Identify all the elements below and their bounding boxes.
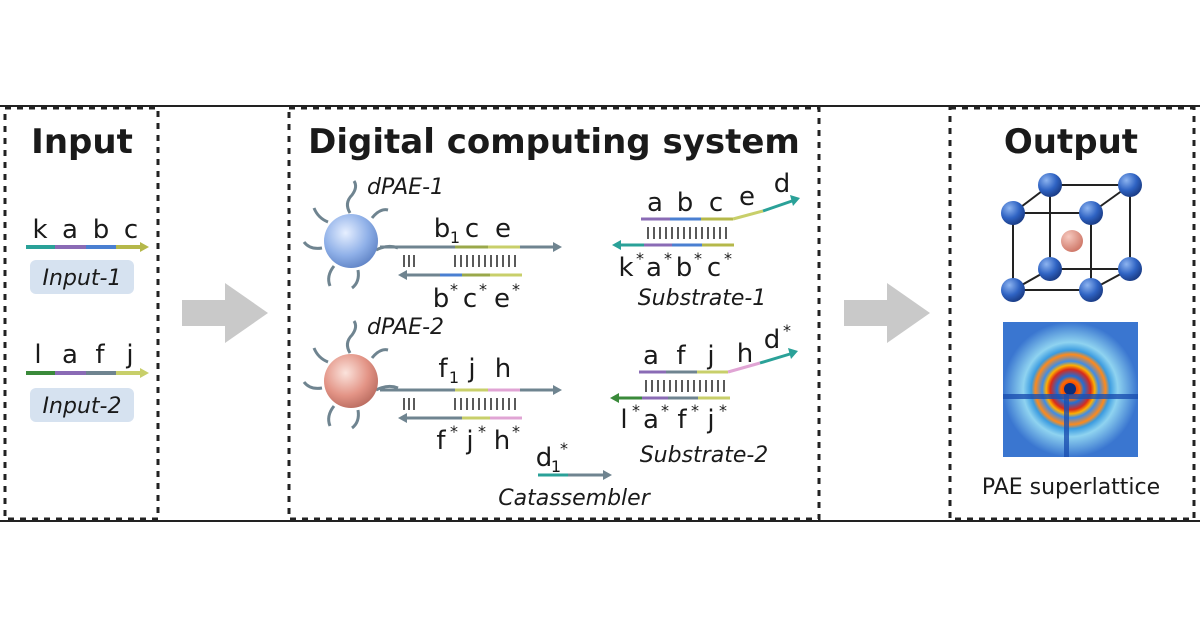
substrate-2-bot-f: f bbox=[677, 405, 687, 435]
dpae-2-base-pairs bbox=[403, 398, 516, 410]
substrate-2-top-f: f bbox=[676, 341, 686, 371]
catassembler-sub: 1 bbox=[551, 457, 561, 476]
substrate-1-bot-b-star: * bbox=[694, 249, 702, 268]
substrate-2-bot-f-star: * bbox=[691, 401, 699, 420]
substrate-1-top-b: b bbox=[677, 188, 694, 218]
dpae-2-bot-j-star: * bbox=[478, 422, 486, 441]
input-1-label-box bbox=[30, 260, 134, 294]
output-caption: PAE superlattice bbox=[982, 475, 1160, 500]
substrate-2-bot-a-star: * bbox=[661, 401, 669, 420]
substrate-1-bot-a-star: * bbox=[664, 249, 672, 268]
lattice-node bbox=[1118, 257, 1142, 281]
substrate-2-top-d-star: * bbox=[783, 321, 791, 340]
input-1-seg-2: b bbox=[93, 215, 110, 245]
catassembler-d: d bbox=[536, 443, 553, 473]
catassembler-label: Catassembler bbox=[498, 486, 651, 511]
input-2-strand: l a f j bbox=[26, 340, 149, 378]
substrate-1-bot-k-star: * bbox=[636, 249, 644, 268]
dpae-1-top-sub: 1 bbox=[450, 228, 460, 247]
substrate-1-top-d: d bbox=[774, 169, 791, 199]
substrate-1-top-e: e bbox=[739, 182, 755, 212]
dpae-1-bot-e-star: * bbox=[512, 280, 520, 299]
process-arrow-right bbox=[844, 283, 930, 343]
substrate-2-top-d: d bbox=[764, 325, 781, 355]
input-title: Input bbox=[31, 122, 133, 162]
lattice-node bbox=[1038, 173, 1062, 197]
input-2-label: Input-2 bbox=[43, 394, 122, 419]
dpae-2-bot-f-star: * bbox=[450, 422, 458, 441]
substrate-2-top-h: h bbox=[737, 339, 753, 369]
dpae-2-top-f: f bbox=[438, 354, 448, 384]
substrate-2-bot-l-star: * bbox=[632, 401, 640, 420]
substrate-1-base-pairs bbox=[647, 227, 727, 239]
substrate-1-top-c: c bbox=[709, 188, 723, 218]
substrate-1-bot-c-star: * bbox=[724, 249, 732, 268]
lattice-node bbox=[1118, 173, 1142, 197]
input-2-seg-2: f bbox=[95, 340, 105, 370]
input-2-seg-3: j bbox=[125, 340, 133, 370]
substrate-1-top-a: a bbox=[647, 188, 663, 218]
dpae-1-base-pairs bbox=[403, 255, 516, 267]
substrate-2-bot-j-star: * bbox=[719, 401, 727, 420]
dpae-1-top-e: e bbox=[495, 214, 511, 244]
substrate-1-bot-k: k bbox=[618, 253, 633, 283]
substrate-1-bot-b: b bbox=[676, 253, 693, 283]
lattice-node bbox=[1079, 201, 1103, 225]
substrate-2-label: Substrate-2 bbox=[640, 443, 769, 468]
dpae-1-bot-c-star: * bbox=[479, 280, 487, 299]
system-panel-frame bbox=[287, 106, 821, 521]
lattice-node bbox=[1079, 278, 1103, 302]
saxs-pattern-image bbox=[1003, 322, 1138, 457]
substrate-2-bot-l: l bbox=[620, 405, 627, 435]
input-1-strand: k a b c bbox=[26, 215, 149, 252]
dpae-2-top-j: j bbox=[467, 354, 475, 384]
substrate-2-top-j: j bbox=[706, 341, 714, 371]
system-title: Digital computing system bbox=[308, 122, 800, 162]
dpae-2-bot-h-star: * bbox=[512, 422, 520, 441]
substrate-1-bot-c: c bbox=[707, 253, 721, 283]
dpae-2-bot-h: h bbox=[494, 426, 510, 456]
input-2-label-box bbox=[30, 388, 134, 422]
dpae-2-label: dPAE-2 bbox=[367, 315, 444, 340]
dpae-1-bot-b-star: * bbox=[450, 280, 458, 299]
dpae-1-bot-b: b bbox=[433, 284, 450, 314]
dpae-2-top-sub: 1 bbox=[449, 368, 459, 387]
input-1-seg-3: c bbox=[124, 215, 138, 245]
input-2-seg-0: l bbox=[34, 340, 41, 370]
substrate-2-bot-j: j bbox=[706, 405, 714, 435]
input-panel-frame bbox=[3, 106, 160, 521]
dpae-1-top-b: b bbox=[434, 214, 451, 244]
lattice-core-particle bbox=[1061, 230, 1083, 252]
dpae-1-top-c: c bbox=[465, 214, 479, 244]
substrate-1-label: Substrate-1 bbox=[638, 286, 767, 311]
dpae-1-particle bbox=[302, 180, 399, 290]
dpae-2-particle bbox=[302, 320, 399, 430]
dpae-1-bot-e: e bbox=[494, 284, 510, 314]
process-arrow-left bbox=[182, 283, 268, 343]
input-1-seg-0: k bbox=[32, 215, 47, 245]
substrate-2-bot-a: a bbox=[643, 405, 659, 435]
input-1-label: Input-1 bbox=[43, 266, 122, 291]
dpae-1-label: dPAE-1 bbox=[367, 175, 444, 200]
lattice-node bbox=[1001, 201, 1025, 225]
substrate-2-top-a: a bbox=[643, 341, 659, 371]
output-panel-frame bbox=[948, 106, 1196, 521]
dpae-2-top-h: h bbox=[495, 354, 511, 384]
input-1-seg-1: a bbox=[62, 215, 78, 245]
substrate-1-bot-a: a bbox=[646, 253, 662, 283]
dpae-2-bot-f: f bbox=[436, 426, 446, 456]
lattice-node bbox=[1038, 257, 1062, 281]
dpae-2-bot-j: j bbox=[465, 426, 473, 456]
lattice-node bbox=[1001, 278, 1025, 302]
catassembler-star: * bbox=[560, 439, 568, 458]
input-2-seg-1: a bbox=[62, 340, 78, 370]
dpae-1-bot-c: c bbox=[463, 284, 477, 314]
substrate-2-base-pairs bbox=[645, 380, 725, 392]
output-title: Output bbox=[1004, 122, 1138, 162]
